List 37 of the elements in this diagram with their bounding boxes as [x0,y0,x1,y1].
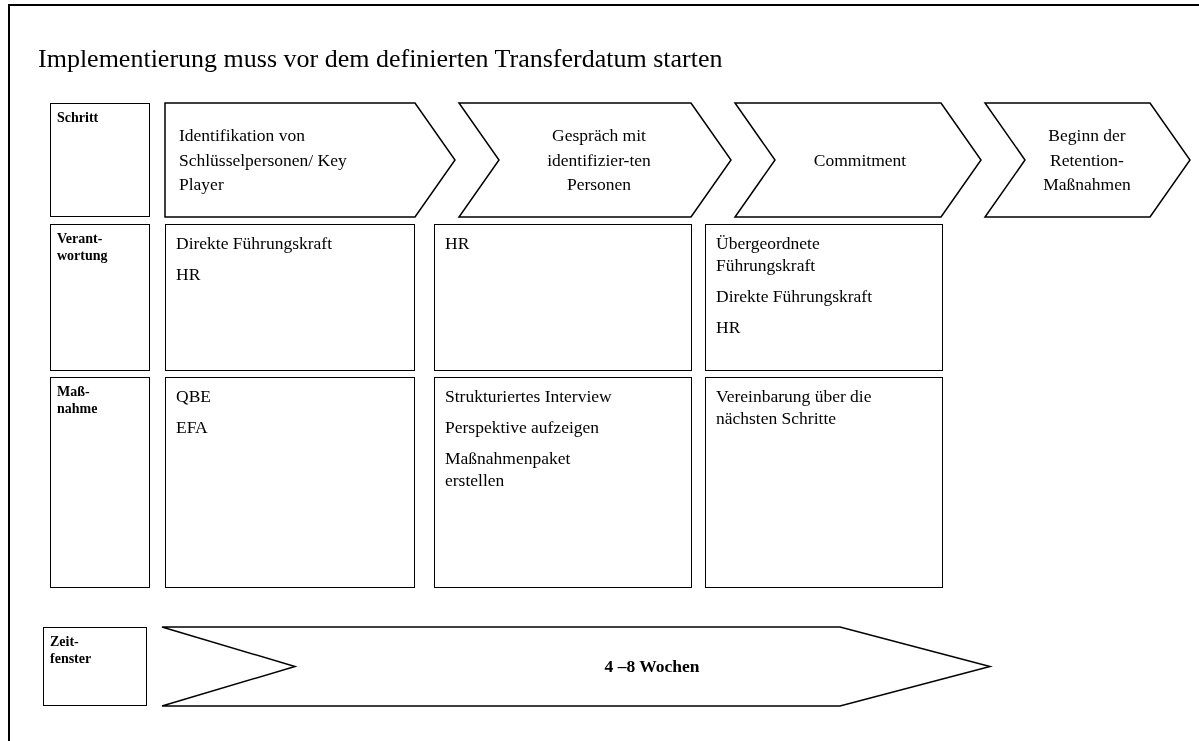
row-header: Maß-nahme [57,384,99,418]
table-box [434,377,692,588]
row-header-box [50,103,150,217]
cell-text: Vereinbarung über die nächsten Schritte [716,386,873,430]
row-header: Verant-wortung [57,231,109,265]
cell-text: Direkte Führungskraft [716,285,873,308]
cell-text: Maßnahmenpaket erstellen [445,447,572,492]
cell-text: Direkte Führungskraft [176,233,333,255]
row-header-box [50,377,150,588]
cell-text: QBE [176,386,212,408]
table-box [165,377,415,588]
chevron-step [985,103,1190,217]
cell-text: HR [445,233,471,255]
cell-text: HR [176,263,202,286]
row-header-box [50,224,150,371]
step-label: Identifikation von Schlüsselpersonen/ Key Player [179,124,348,196]
table-box [434,224,692,371]
cell-text: Perspektive aufzeigen [445,416,601,439]
row-header-box [43,627,147,706]
cell-text: EFA [176,416,209,439]
title: Implementierung muss vor dem definierten Transferdatum starten [38,44,723,74]
cell-text: HR [716,316,742,339]
chevron-step [459,103,731,217]
table-box [705,377,943,588]
step-label: Commitment [812,148,908,172]
cell-text: Strukturiertes Interview [445,386,613,408]
row-header: Zeit-fenster [50,634,93,668]
table-box [165,224,415,371]
chevron-step [735,103,981,217]
chevron-step [165,103,455,217]
cell-text: Übergeordnete Führungskraft [716,233,821,277]
row-header: Schritt [57,110,100,127]
table-box [705,224,943,371]
step-label: Gespräch mit identifizier-ten Personen [546,124,652,196]
step-label: Beginn der Retention-Maßnahmen [1042,124,1132,196]
step-label: 4 –8 Wochen [603,655,701,678]
chevron-step [162,627,990,706]
